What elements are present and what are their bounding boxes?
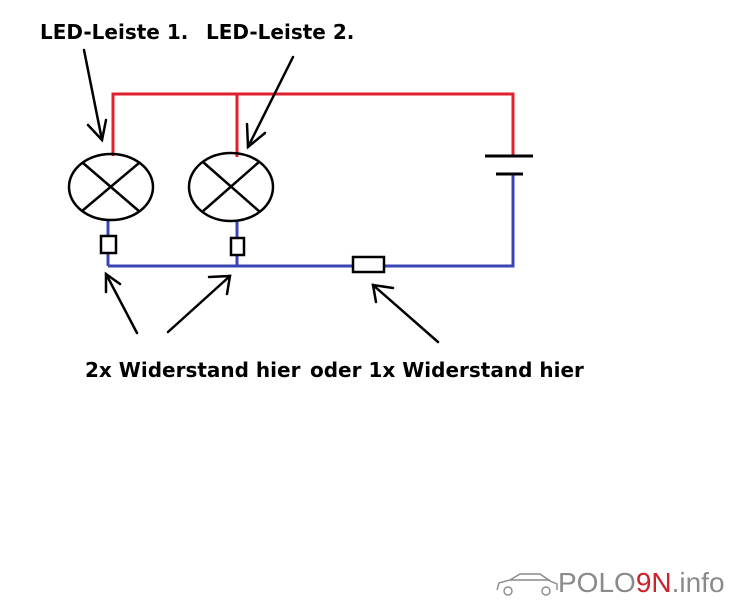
arrow-to-lamp-2 bbox=[245, 55, 295, 150]
resistor-shared bbox=[351, 255, 386, 274]
positive-wire bbox=[111, 92, 515, 157]
led-strip-1-lamp bbox=[67, 152, 155, 222]
watermark-name-part-3: .info bbox=[672, 567, 725, 598]
watermark-text: POLO9N.info bbox=[558, 567, 725, 598]
label-one-resistor: oder 1x Widerstand hier bbox=[310, 358, 584, 382]
label-led-strip-1: LED-Leiste 1. bbox=[40, 20, 188, 44]
resistor-1 bbox=[99, 234, 118, 255]
arrow-to-shared-resistor bbox=[371, 283, 440, 344]
arrow-to-resistor-1 bbox=[104, 271, 139, 335]
resistor-2 bbox=[229, 236, 246, 257]
label-led-strip-2: LED-Leiste 2. bbox=[206, 20, 354, 44]
watermark-name-part-1: POLO bbox=[558, 567, 636, 598]
arrow-to-resistor-2 bbox=[166, 274, 232, 334]
watermark-logo: POLO9N.info bbox=[496, 567, 725, 598]
battery-symbol bbox=[485, 154, 533, 176]
car-icon bbox=[496, 573, 558, 596]
label-two-resistors: 2x Widerstand hier bbox=[85, 358, 301, 382]
negative-wire bbox=[106, 174, 515, 268]
arrow-to-lamp-1 bbox=[82, 48, 108, 143]
watermark-name-part-2: 9N bbox=[636, 567, 672, 598]
led-strip-2-lamp bbox=[187, 151, 275, 223]
